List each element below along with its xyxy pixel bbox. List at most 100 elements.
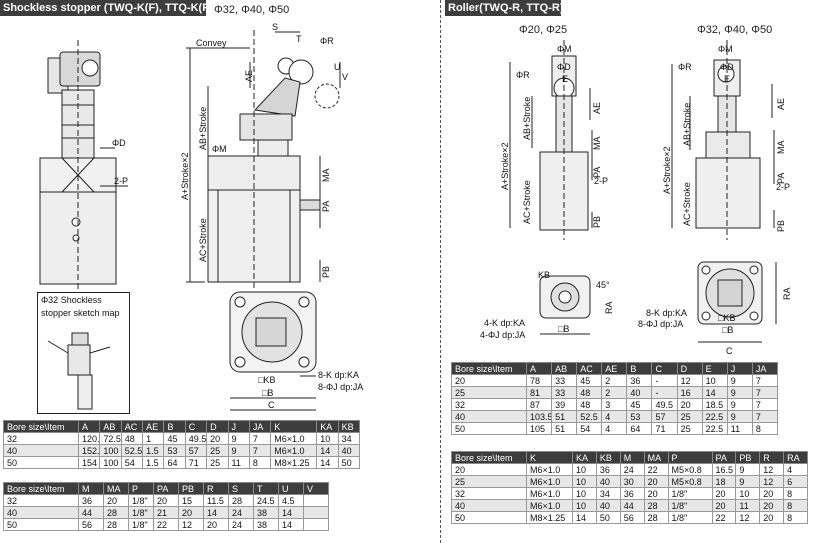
- column-header: PB: [735, 451, 761, 464]
- table-cell: 9: [735, 463, 761, 476]
- label-phi-j: 8-ΦJ dp:JA: [318, 382, 363, 392]
- section-divider: [440, 0, 441, 543]
- table-cell: 7: [751, 374, 779, 387]
- r-label-phi-m-b: ΦM: [718, 44, 733, 54]
- table-cell: 45: [626, 398, 653, 411]
- table-cell: 44: [78, 506, 104, 519]
- table-cell: 32: [451, 398, 527, 411]
- table-cell: 53: [626, 410, 653, 423]
- table-cell: 4: [601, 410, 628, 423]
- r-label-phi-r-b: ΦR: [678, 62, 692, 72]
- r-label-b-a: □B: [558, 324, 569, 334]
- table-cell: 1/8": [667, 499, 713, 512]
- table-cell: 1/8": [128, 506, 154, 519]
- table-cell: 20: [451, 374, 527, 387]
- r-label-phi-j4: 4-ΦJ dp:JA: [480, 330, 525, 340]
- table-cell: -: [651, 386, 678, 399]
- column-header: KA: [316, 420, 339, 433]
- bottom-view-drawing: [229, 291, 317, 411]
- column-header: C: [651, 362, 678, 375]
- r-label-phi-d-b: ΦD: [720, 62, 734, 72]
- roller-small-front-view: [509, 40, 593, 240]
- right-bore-sizes-large: Φ32, Φ40, Φ50: [697, 24, 773, 36]
- left-section-header: Shockless stopper (TWQ-K(F), TTQ-K(F)): [0, 0, 216, 16]
- label-pa: PA: [321, 201, 331, 212]
- table-cell: 1/8": [128, 518, 154, 531]
- r-label-ma-b: MA: [776, 141, 786, 155]
- column-header: PB: [178, 482, 204, 495]
- table-cell: 57: [184, 444, 208, 457]
- table-cell: 49.5: [651, 398, 678, 411]
- label-c: C: [268, 400, 275, 410]
- r-label-k-dp4: 4-K dp:KA: [484, 318, 525, 328]
- table-cell: 78: [525, 374, 553, 387]
- table-cell: 20: [451, 463, 527, 476]
- column-header: JA: [248, 420, 272, 433]
- table-cell: 54: [120, 456, 144, 469]
- column-header: JA: [751, 362, 779, 375]
- table-cell: 87: [525, 398, 553, 411]
- label-phi-m: ΦM: [212, 144, 227, 154]
- column-header: A: [77, 420, 101, 433]
- label-pb: PB: [321, 266, 331, 278]
- sketch-map-drawing: [47, 332, 111, 410]
- column-header: AC: [120, 420, 144, 433]
- table-cell: 8: [783, 511, 808, 524]
- column-header: J: [227, 420, 250, 433]
- roller-large-bottom-view: [697, 261, 777, 343]
- column-header: B: [626, 362, 653, 375]
- table-cell: 24: [619, 463, 645, 476]
- table-cell: 40: [3, 444, 79, 457]
- column-header: Bore size\Item: [451, 451, 527, 464]
- table-cell: 120.5: [77, 432, 101, 445]
- column-header: AB: [99, 420, 122, 433]
- table-cell: 14: [701, 386, 728, 399]
- column-header: KA: [572, 451, 597, 464]
- table-cell: 9: [726, 398, 753, 411]
- table-cell: M6×1.0: [526, 487, 573, 500]
- r-label-kb-b: □KB: [718, 313, 735, 323]
- table-cell: 81: [525, 386, 553, 399]
- r-label-a2-a: A+Stroke×2: [500, 142, 510, 190]
- table-cell: 24: [228, 506, 254, 519]
- table-cell: 11: [726, 422, 753, 435]
- column-header: D: [676, 362, 703, 375]
- table-cell: 64: [163, 456, 186, 469]
- column-header: MA: [643, 451, 669, 464]
- table-cell: 20: [153, 494, 179, 507]
- table-cell: 40: [626, 386, 653, 399]
- column-header: M: [619, 451, 645, 464]
- table-cell: 10: [701, 374, 728, 387]
- table-cell: 16: [676, 386, 703, 399]
- table-cell: 4: [783, 463, 808, 476]
- table-cell: 44: [619, 499, 645, 512]
- table-cell: 8: [783, 487, 808, 500]
- table-cell: 15: [178, 494, 204, 507]
- r-label-phi-m-a: ΦM: [557, 44, 572, 54]
- table-cell: 36: [619, 487, 645, 500]
- table-cell: 152.5: [77, 444, 101, 457]
- table-cell: 25: [676, 422, 703, 435]
- table-cell: 38: [253, 506, 279, 519]
- table-cell: 20: [203, 518, 229, 531]
- front-view-drawing: [186, 30, 341, 290]
- table-cell: 28: [103, 518, 129, 531]
- table-cell: 36: [626, 374, 653, 387]
- column-header: E: [701, 362, 728, 375]
- table-cell: 2: [601, 386, 628, 399]
- r-label-k-dp8: 8-K dp:KA: [646, 308, 687, 318]
- table-cell: 25: [451, 475, 527, 488]
- r-label-ae-a: AE: [592, 102, 602, 114]
- roller-drawings: ΦM ΦD E ΦR AE AB+Stroke A+Stroke×2 MA PA…: [480, 40, 792, 356]
- table-cell: 9: [726, 386, 753, 399]
- table-cell: 38: [253, 518, 279, 531]
- label-ae: AE: [244, 70, 254, 82]
- table-cell: 40: [451, 499, 527, 512]
- r-label-ra-a: RA: [604, 301, 614, 314]
- table-cell: M8×1.25: [526, 511, 573, 524]
- table-cell: 105: [525, 422, 553, 435]
